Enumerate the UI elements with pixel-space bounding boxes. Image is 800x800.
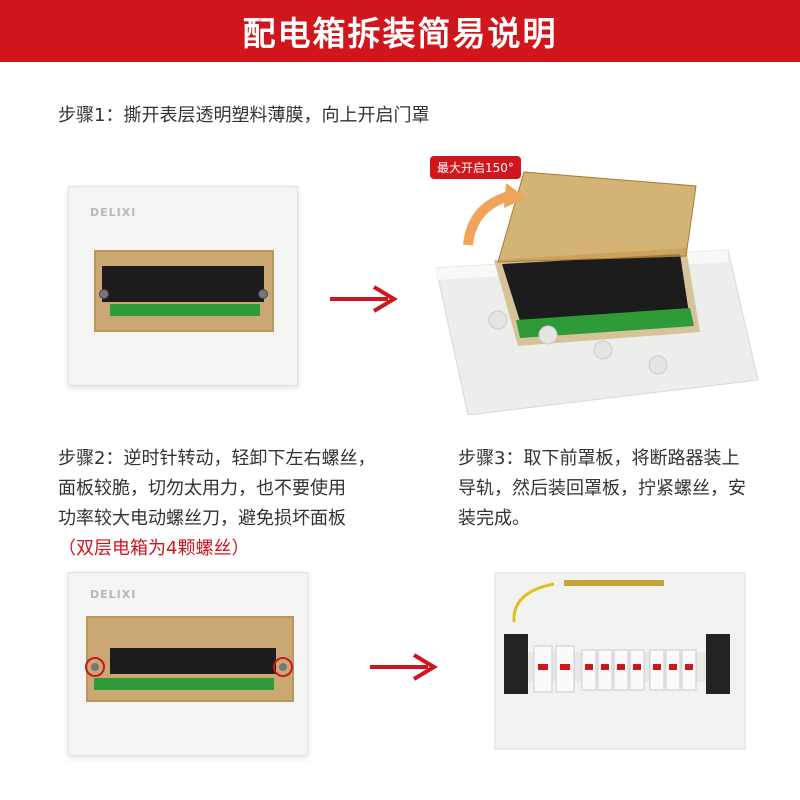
step3-line-3: 装完成。 xyxy=(458,508,530,529)
brand-logo: DELIXI xyxy=(90,206,137,219)
screw-circle-right-icon xyxy=(273,657,293,677)
window-dark-area xyxy=(102,266,264,302)
max-open-angle-badge: 最大开启150° xyxy=(430,156,521,179)
breaker-label-strip xyxy=(110,304,260,316)
photo-closed-box: DELIXI xyxy=(68,186,298,386)
step2-line-3: 功率较大电动螺丝刀，避免损坏面板 xyxy=(58,508,346,529)
breaker-label-strip-2 xyxy=(94,678,274,690)
arrow-right-icon-2 xyxy=(370,653,438,681)
step2-note: （双层电箱为4颗螺丝） xyxy=(58,538,250,559)
step1-text: 步骤1：撕开表层透明塑料薄膜，向上开启门罩 xyxy=(58,101,429,131)
page-title: 配电箱拆装简易说明 xyxy=(242,14,558,53)
window-dark-area-2 xyxy=(110,648,276,674)
step2-line-2: 面板较脆，切勿太用力，也不要使用 xyxy=(58,478,346,499)
step2-text: 步骤2：逆时针转动，轻卸下左右螺丝， 面板较脆，切勿太用力，也不要使用 功率较大… xyxy=(58,444,375,564)
step3-line-1: 步骤3：取下前罩板，将断路器装上 xyxy=(458,448,740,469)
step3-line-2: 导轨，然后装回罩板，拧紧螺丝，安 xyxy=(458,478,746,499)
header-banner: 配电箱拆装简易说明 xyxy=(0,0,800,62)
step2-line-1: 步骤2：逆时针转动，轻卸下左右螺丝， xyxy=(58,448,376,469)
screw-circle-left-icon xyxy=(85,657,105,677)
screw-left xyxy=(99,289,109,299)
screw-right xyxy=(258,289,268,299)
installed-breakers-drawing xyxy=(494,572,746,750)
photo-remove-screws: DELIXI xyxy=(68,572,308,756)
arrow-right-icon xyxy=(330,285,398,313)
photo-open-lid: 最大开启150° xyxy=(428,150,773,416)
open-box-drawing xyxy=(435,171,759,416)
brand-logo-2: DELIXI xyxy=(90,588,137,601)
photo-installed-breakers xyxy=(494,572,746,750)
step1-line-1: 步骤1：撕开表层透明塑料薄膜，向上开启门罩 xyxy=(58,105,430,126)
step3-text: 步骤3：取下前罩板，将断路器装上 导轨，然后装回罩板，拧紧螺丝，安 装完成。 xyxy=(458,444,746,534)
